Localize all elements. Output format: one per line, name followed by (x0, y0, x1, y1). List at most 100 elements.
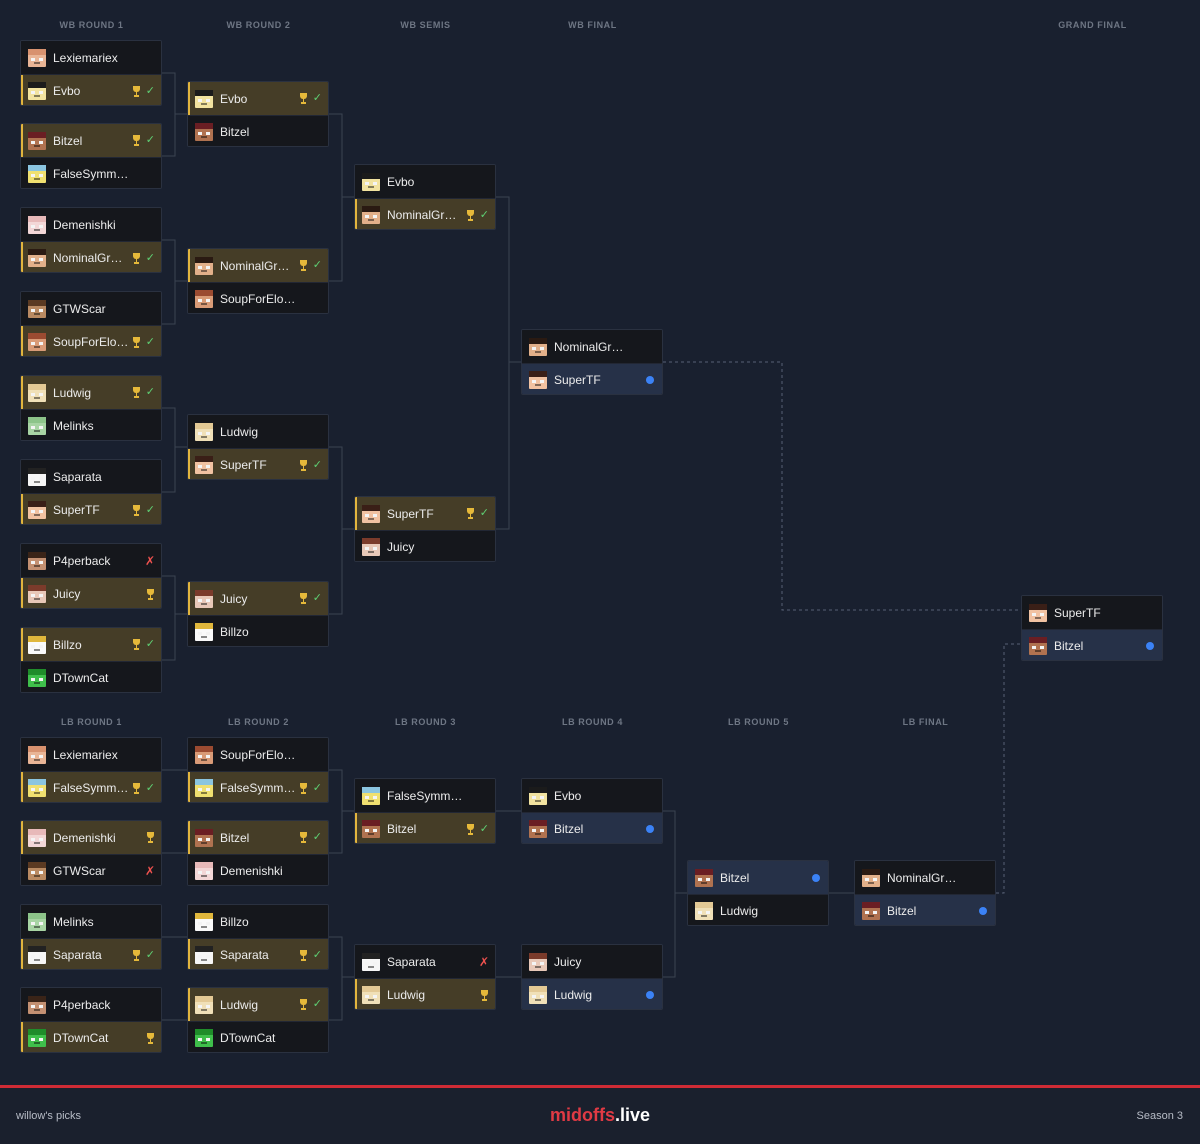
match-card[interactable]: Billzo✓DTownCat (20, 627, 162, 693)
player-row[interactable]: DTownCat (188, 1021, 328, 1052)
player-row[interactable]: Bitzel (522, 812, 662, 843)
player-row[interactable]: Bitzel (188, 115, 328, 146)
player-row[interactable]: Bitzel✓ (355, 812, 495, 843)
connector-line (162, 239, 176, 325)
player-row[interactable]: Evbo (355, 165, 495, 198)
player-row[interactable]: FalseSymme...✓ (188, 771, 328, 802)
player-row[interactable]: Lexiemariex (21, 41, 161, 74)
avatar-eye (198, 632, 202, 635)
player-row[interactable]: Billzo✓ (21, 628, 161, 661)
player-row[interactable]: Bitzel✓ (21, 124, 161, 157)
player-row[interactable]: Juicy (355, 530, 495, 561)
match-card[interactable]: NominalGravy✓SoupForEloise (187, 248, 329, 314)
player-row[interactable]: SuperTF✓ (188, 448, 328, 479)
match-card[interactable]: P4perback✗Juicy (20, 543, 162, 609)
player-row[interactable]: Saparata (21, 460, 161, 493)
player-row[interactable]: FalseSymmetry (355, 779, 495, 812)
player-row[interactable]: Saparata✓ (21, 938, 161, 969)
player-row[interactable]: SoupForEloise (188, 738, 328, 771)
player-row[interactable]: Billzo (188, 615, 328, 646)
match-card[interactable]: Evbo✓Bitzel (187, 81, 329, 147)
player-row[interactable]: Melinks (21, 409, 161, 440)
player-row[interactable]: NominalGravy✓ (21, 241, 161, 272)
player-row[interactable]: Juicy (21, 577, 161, 608)
match-card[interactable]: Bitzel✓FalseSymmetry (20, 123, 162, 189)
player-row[interactable]: Bitzel✓ (188, 821, 328, 854)
match-card[interactable]: Bitzel✓Demenishki (187, 820, 329, 886)
player-row[interactable]: Melinks (21, 905, 161, 938)
player-row[interactable]: Ludwig (355, 978, 495, 1009)
player-row[interactable]: Juicy✓ (188, 582, 328, 615)
player-row[interactable]: NominalGravy✓ (355, 198, 495, 229)
player-row[interactable]: Demenishki (188, 854, 328, 885)
player-row[interactable]: FalseSymme...✓ (21, 771, 161, 802)
trophy-icon (466, 209, 475, 221)
player-row[interactable]: GTWScar✗ (21, 854, 161, 885)
player-row[interactable]: SuperTF (522, 363, 662, 394)
player-row[interactable]: Evbo✓ (188, 82, 328, 115)
player-row[interactable]: Bitzel (1022, 629, 1162, 660)
player-row[interactable]: NominalGravy (522, 330, 662, 363)
player-row[interactable]: Lexiemariex (21, 738, 161, 771)
player-row[interactable]: SuperTF (1022, 596, 1162, 629)
player-row[interactable]: NominalGravy✓ (188, 249, 328, 282)
player-row[interactable]: Bitzel (688, 861, 828, 894)
player-row[interactable]: Saparata✗ (355, 945, 495, 978)
trophy-icon (299, 782, 308, 794)
player-avatar (362, 820, 380, 838)
player-row[interactable]: DTownCat (21, 661, 161, 692)
result-marks (646, 825, 656, 833)
player-row[interactable]: GTWScar (21, 292, 161, 325)
player-row[interactable]: SuperTF✓ (21, 493, 161, 524)
player-row[interactable]: DTownCat (21, 1021, 161, 1052)
player-row[interactable]: Saparata✓ (188, 938, 328, 969)
live-dot-icon (1146, 642, 1154, 650)
player-row[interactable]: Ludwig✓ (21, 376, 161, 409)
player-row[interactable]: SoupForEloise✓ (21, 325, 161, 356)
player-row[interactable]: FalseSymmetry (21, 157, 161, 188)
player-row[interactable]: SuperTF✓ (355, 497, 495, 530)
match-card[interactable]: SuperTF✓Juicy (354, 496, 496, 562)
player-row[interactable]: Ludwig (188, 415, 328, 448)
player-row[interactable]: Ludwig (688, 894, 828, 925)
brand-logo[interactable]: midoffs.live (0, 1105, 1200, 1126)
match-card[interactable]: Juicy✓Billzo (187, 581, 329, 647)
player-row[interactable]: P4perback (21, 988, 161, 1021)
player-row[interactable]: Ludwig✓ (188, 988, 328, 1021)
player-row[interactable]: Juicy (522, 945, 662, 978)
player-row[interactable]: Evbo✓ (21, 74, 161, 105)
player-row[interactable]: Demenishki (21, 821, 161, 854)
player-row[interactable]: P4perback✗ (21, 544, 161, 577)
player-row[interactable]: Evbo (522, 779, 662, 812)
match-card[interactable]: Ludwig✓DTownCat (187, 987, 329, 1053)
player-row[interactable]: Demenishki (21, 208, 161, 241)
player-row[interactable]: Billzo (188, 905, 328, 938)
player-row[interactable]: Ludwig (522, 978, 662, 1009)
result-marks: ✓ (299, 260, 322, 271)
match-card[interactable]: Ludwig✓Melinks (20, 375, 162, 441)
match-card[interactable]: Saparata✗Ludwig (354, 944, 496, 1010)
player-row[interactable]: NominalGravy (855, 861, 995, 894)
trophy-cup (132, 336, 140, 343)
player-row[interactable]: SoupForEloise (188, 282, 328, 313)
player-row[interactable]: Bitzel (855, 894, 995, 925)
